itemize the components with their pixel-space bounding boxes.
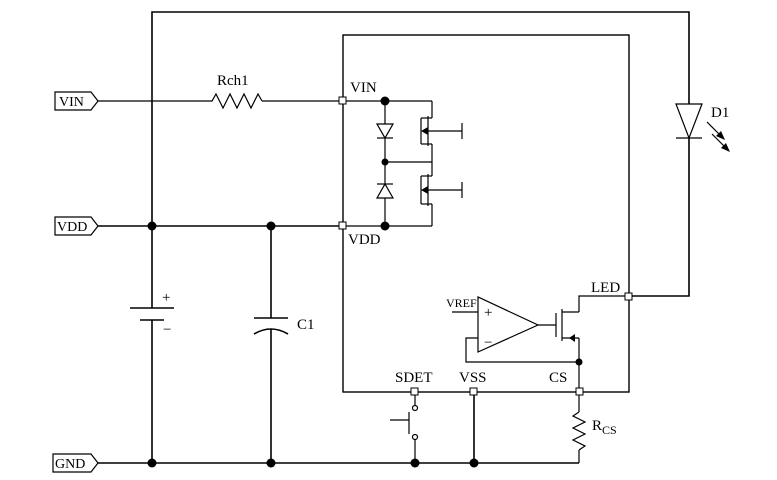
vin-port[interactable]: VIN [54,91,99,111]
pin-cs-label: CS [549,370,567,386]
pin-led-square [624,292,633,301]
gnd-port[interactable]: GND [52,453,99,473]
opamp-plus-label: + [484,305,492,321]
battery-minus-label: − [163,322,171,338]
pin-vss-label: VSS [459,370,487,386]
vin-port-label: VIN [59,95,84,110]
junction-dot [380,96,390,106]
pin-vdd-label: VDD [348,232,381,248]
internal-protection-circuit [346,100,463,227]
pin-sdet-label: SDET [395,370,433,386]
vdd-port-label: VDD [57,220,87,235]
battery-symbol [130,226,174,463]
pin-cs-square [575,387,584,396]
rcs-resistor [571,395,587,463]
c1-label: C1 [297,317,315,333]
vdd-port[interactable]: VDD [54,216,99,236]
pin-vin-label: VIN [350,80,377,96]
junction-dot [147,458,157,468]
junction-dot [266,221,276,231]
rch1-resistor [205,92,263,110]
pin-vss-square [469,387,478,396]
rcs-label: RCS [592,418,617,437]
junction-dot [266,458,276,468]
sdet-switch [390,395,419,463]
pin-sdet-square [410,387,419,396]
opamp-symbol [452,296,579,363]
gnd-port-label: GND [55,457,85,472]
pin-vdd-square [338,221,347,230]
battery-plus-label: + [162,290,170,306]
junction-dot [147,221,157,231]
junction-dot [380,221,390,231]
pin-led-label: LED [591,280,620,296]
capacitor-c1 [253,226,289,463]
ic-outline [342,34,630,393]
opamp-minus-label: − [484,335,492,351]
rch1-label: Rch1 [217,73,249,89]
led-d1-symbol [675,103,730,152]
vref-label: VREF [446,296,477,310]
top-return-wire [151,11,690,226]
junction-dot [381,158,389,166]
junction-dot [575,358,583,366]
d1-label: D1 [711,105,729,121]
pin-vin-square [338,96,347,105]
led-wire [632,138,690,297]
